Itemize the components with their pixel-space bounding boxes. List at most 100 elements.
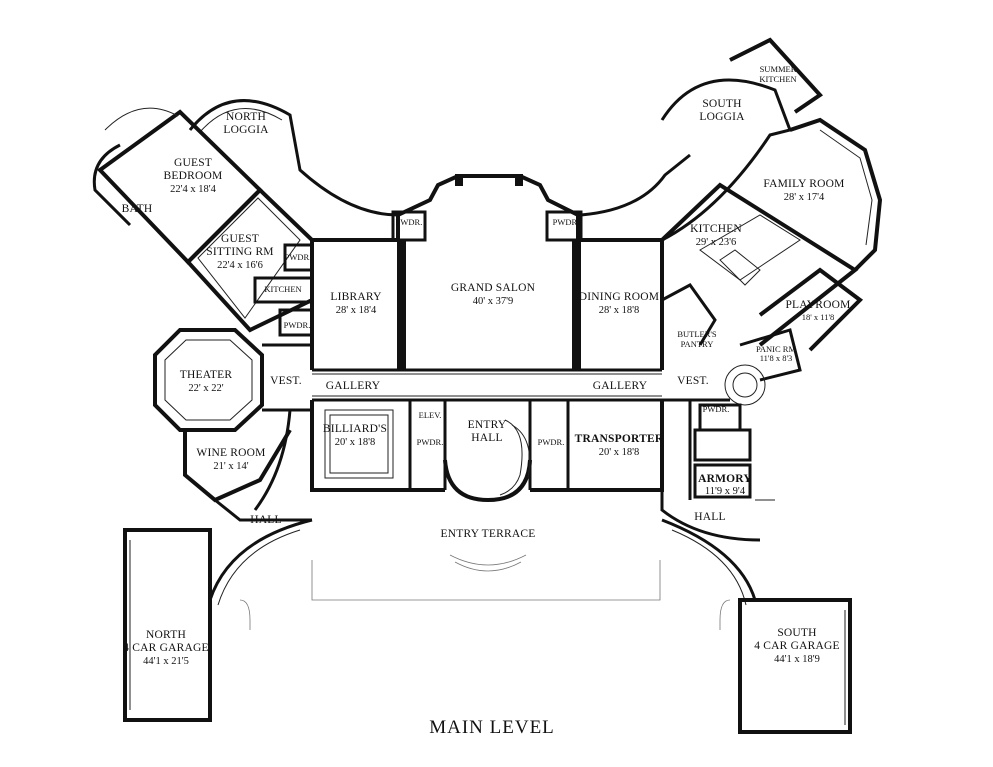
pwdr-br-label: PWDR. bbox=[538, 437, 565, 447]
svg-text:BILLIARD'S: BILLIARD'S bbox=[323, 423, 387, 435]
svg-text:SITTING RM: SITTING RM bbox=[206, 246, 274, 258]
entry-hall-label: ENTRY bbox=[468, 419, 507, 431]
gallery-right-label: GALLERY bbox=[593, 380, 648, 392]
svg-text:KITCHEN: KITCHEN bbox=[690, 223, 742, 235]
svg-text:PANIC RM: PANIC RM bbox=[756, 344, 797, 354]
gallery-left-label: GALLERY bbox=[326, 380, 381, 392]
svg-text:20' x 18'8: 20' x 18'8 bbox=[599, 447, 640, 458]
svg-text:GALLERY: GALLERY bbox=[326, 380, 381, 392]
billiards-label: BILLIARD'S bbox=[323, 423, 387, 435]
svg-text:40' x 37'9: 40' x 37'9 bbox=[473, 296, 514, 307]
pwdr-right-label: PWDR. bbox=[703, 404, 730, 414]
svg-text:THEATER: THEATER bbox=[180, 369, 233, 381]
transporter-label: TRANSPORTER bbox=[575, 433, 664, 445]
svg-text:WINE ROOM: WINE ROOM bbox=[196, 447, 265, 459]
svg-text:PWDR.: PWDR. bbox=[703, 404, 730, 414]
svg-text:NORTH: NORTH bbox=[146, 629, 186, 641]
svg-text:4 CAR GARAGE: 4 CAR GARAGE bbox=[754, 640, 839, 652]
svg-text:GUEST: GUEST bbox=[221, 233, 259, 245]
vest-left-label: VEST. bbox=[270, 375, 302, 387]
library-label: LIBRARY bbox=[330, 291, 382, 303]
svg-text:44'1 x 18'9: 44'1 x 18'9 bbox=[774, 654, 820, 665]
svg-text:11'9 x 9'4: 11'9 x 9'4 bbox=[705, 486, 746, 497]
room-labels: NORTH LOGGIA SOUTH LOGGIA SUMMER KITCHEN… bbox=[122, 64, 851, 738]
svg-text:PWDR.: PWDR. bbox=[396, 217, 423, 227]
south-garage-label: SOUTH bbox=[777, 627, 816, 639]
svg-text:4 CAR GARAGE: 4 CAR GARAGE bbox=[123, 642, 208, 654]
svg-text:22'4 x 18'4: 22'4 x 18'4 bbox=[170, 184, 217, 195]
armory-label: ARMORY bbox=[698, 473, 752, 485]
pwdr-nr-label: PWDR. bbox=[553, 217, 580, 227]
plan-title: MAIN LEVEL bbox=[429, 717, 555, 738]
svg-text:28' x 17'4: 28' x 17'4 bbox=[784, 192, 825, 203]
right-wing-walls bbox=[580, 37, 883, 606]
bath-label: BATH bbox=[122, 203, 153, 215]
svg-text:GALLERY: GALLERY bbox=[593, 380, 648, 392]
svg-text:ELEV.: ELEV. bbox=[419, 410, 442, 420]
pwdr-nl-label: PWDR. bbox=[396, 217, 423, 227]
svg-text:PLAYROOM: PLAYROOM bbox=[785, 299, 850, 311]
svg-text:PANTRY: PANTRY bbox=[681, 339, 714, 349]
svg-text:GUEST: GUEST bbox=[174, 157, 212, 169]
svg-text:GRAND SALON: GRAND SALON bbox=[451, 282, 536, 294]
svg-text:PWDR.: PWDR. bbox=[285, 252, 312, 262]
central-walls bbox=[310, 174, 664, 503]
svg-text:KITCHEN: KITCHEN bbox=[264, 284, 301, 294]
svg-text:28' x 18'8: 28' x 18'8 bbox=[599, 305, 640, 316]
playroom-label: PLAYROOM bbox=[785, 299, 850, 311]
svg-text:LIBRARY: LIBRARY bbox=[330, 291, 382, 303]
svg-text:PWDR.: PWDR. bbox=[538, 437, 565, 447]
guest-kitchen-label: KITCHEN bbox=[264, 284, 301, 294]
svg-text:21' x 14': 21' x 14' bbox=[213, 461, 248, 472]
garage-walls bbox=[123, 528, 852, 734]
grand-salon-label: GRAND SALON bbox=[451, 282, 536, 294]
svg-text:PWDR.: PWDR. bbox=[284, 320, 311, 330]
svg-text:VEST.: VEST. bbox=[270, 375, 302, 387]
svg-text:VEST.: VEST. bbox=[677, 375, 709, 387]
left-wing-walls bbox=[92, 99, 399, 606]
pwdr-theater-label: PWDR. bbox=[284, 320, 311, 330]
svg-text:28' x 18'4: 28' x 18'4 bbox=[336, 305, 377, 316]
svg-text:DINING ROOM: DINING ROOM bbox=[579, 291, 659, 303]
wine-room-label: WINE ROOM bbox=[196, 447, 265, 459]
svg-text:HALL: HALL bbox=[250, 514, 281, 526]
north-garage-label: NORTH bbox=[146, 629, 186, 641]
svg-text:11'8 x 8'3: 11'8 x 8'3 bbox=[760, 353, 793, 363]
svg-text:ENTRY: ENTRY bbox=[468, 419, 507, 431]
elevator-label: ELEV. bbox=[419, 410, 442, 420]
svg-text:TRANSPORTER: TRANSPORTER bbox=[575, 433, 664, 445]
svg-text:22' x 22': 22' x 22' bbox=[188, 383, 223, 394]
svg-text:SOUTH: SOUTH bbox=[702, 98, 741, 110]
svg-text:HALL: HALL bbox=[471, 432, 502, 444]
summer-kitchen-label: SUMMER bbox=[760, 64, 797, 74]
svg-text:NORTH: NORTH bbox=[226, 111, 266, 123]
svg-text:MAIN LEVEL: MAIN LEVEL bbox=[429, 717, 555, 738]
guest-sitting-label: GUEST bbox=[221, 233, 259, 245]
theater-label: THEATER bbox=[180, 369, 233, 381]
svg-text:44'1 x 21'5: 44'1 x 21'5 bbox=[143, 656, 189, 667]
family-room-label: FAMILY ROOM bbox=[763, 178, 844, 190]
svg-text:BEDROOM: BEDROOM bbox=[164, 170, 223, 182]
pwdr-bl-label: PWDR. bbox=[417, 437, 444, 447]
hall-left-label: HALL bbox=[250, 514, 281, 526]
svg-text:PWDR.: PWDR. bbox=[553, 217, 580, 227]
svg-text:SOUTH: SOUTH bbox=[777, 627, 816, 639]
panic-room-label: PANIC RM bbox=[756, 344, 797, 354]
svg-text:LOGGIA: LOGGIA bbox=[223, 124, 269, 136]
entry-terrace-label: ENTRY TERRACE bbox=[441, 528, 536, 540]
butlers-pantry-label: BUTLER'S bbox=[677, 329, 717, 339]
guest-bedroom-label: GUEST bbox=[174, 157, 212, 169]
kitchen-label: KITCHEN bbox=[690, 223, 742, 235]
svg-text:BUTLER'S: BUTLER'S bbox=[677, 329, 717, 339]
svg-text:LOGGIA: LOGGIA bbox=[699, 111, 745, 123]
svg-text:SUMMER: SUMMER bbox=[760, 64, 797, 74]
svg-text:HALL: HALL bbox=[694, 511, 725, 523]
pwdr-guest-label: PWDR. bbox=[285, 252, 312, 262]
svg-text:KITCHEN: KITCHEN bbox=[759, 74, 796, 84]
vest-right-label: VEST. bbox=[677, 375, 709, 387]
svg-text:20' x 18'8: 20' x 18'8 bbox=[335, 437, 376, 448]
svg-text:PWDR.: PWDR. bbox=[417, 437, 444, 447]
svg-text:29' x 23'6: 29' x 23'6 bbox=[696, 237, 737, 248]
svg-text:BATH: BATH bbox=[122, 203, 153, 215]
